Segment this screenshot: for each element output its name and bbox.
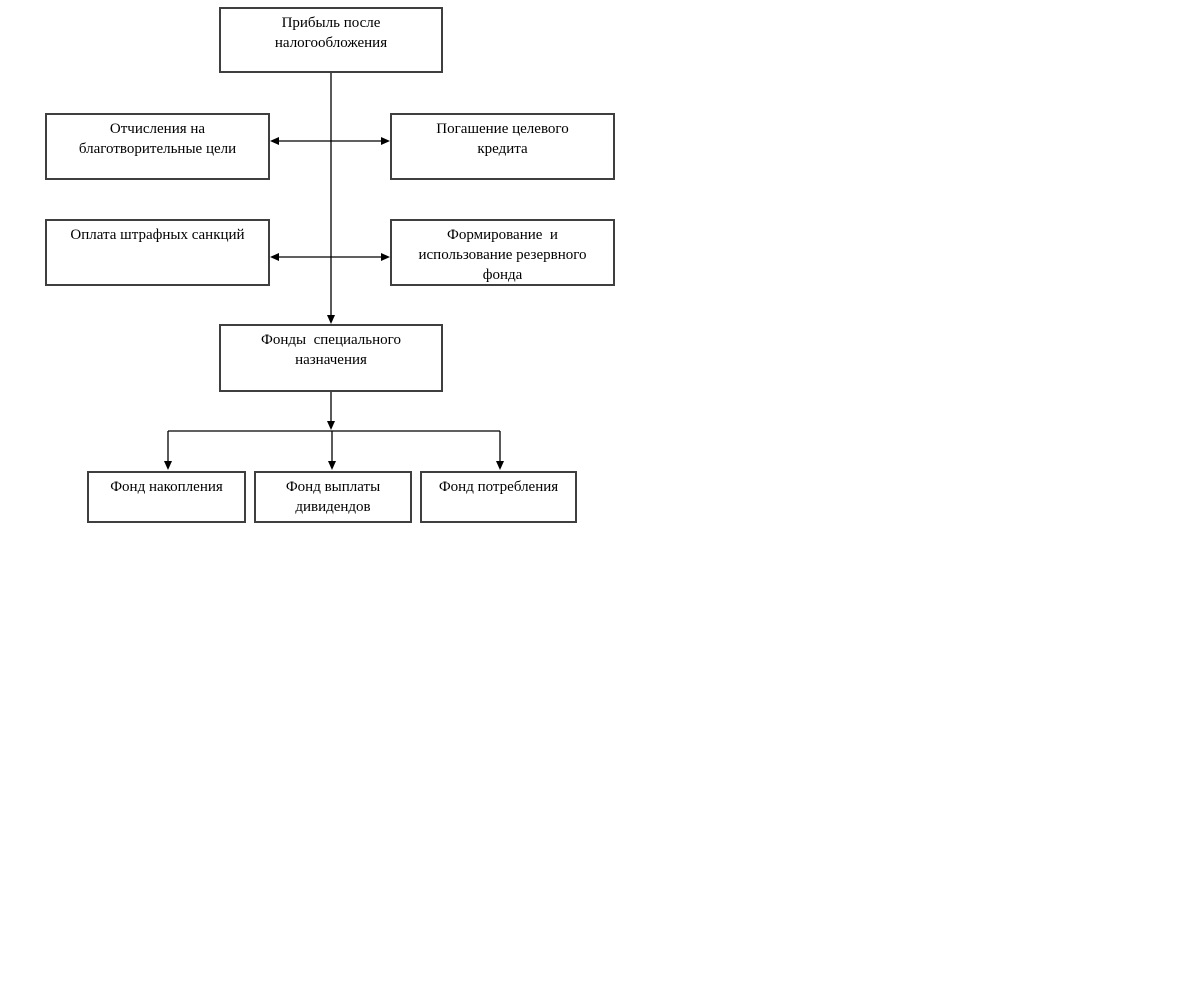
connector-penalties-reserve-double-arrow [270, 253, 390, 261]
connector-charity-credit-double-arrow [270, 137, 390, 145]
node-dividends-fund: Фонд выплаты дивидендов [254, 471, 412, 523]
node-consumption-fund: Фонд потребления [420, 471, 577, 523]
node-penalty-payments: Оплата штрафных санкций [45, 219, 270, 286]
connector-special-to-branch [327, 392, 335, 430]
node-profit-after-tax: Прибыль после налогообложения [219, 7, 443, 73]
node-charity-deductions: Отчисления на благотворительные цели [45, 113, 270, 180]
node-special-purpose-funds: Фонды специального назначения [219, 324, 443, 392]
node-target-credit-repayment: Погашение целевого кредита [390, 113, 615, 180]
connector-branch-to-accumulation [164, 431, 172, 470]
connector-profit-to-special [327, 73, 335, 324]
node-accumulation-fund: Фонд накопления [87, 471, 246, 523]
connector-branch-to-dividends [328, 431, 336, 470]
node-reserve-fund: Формирование и использование резервного … [390, 219, 615, 286]
connector-branch-to-consumption [496, 431, 504, 470]
